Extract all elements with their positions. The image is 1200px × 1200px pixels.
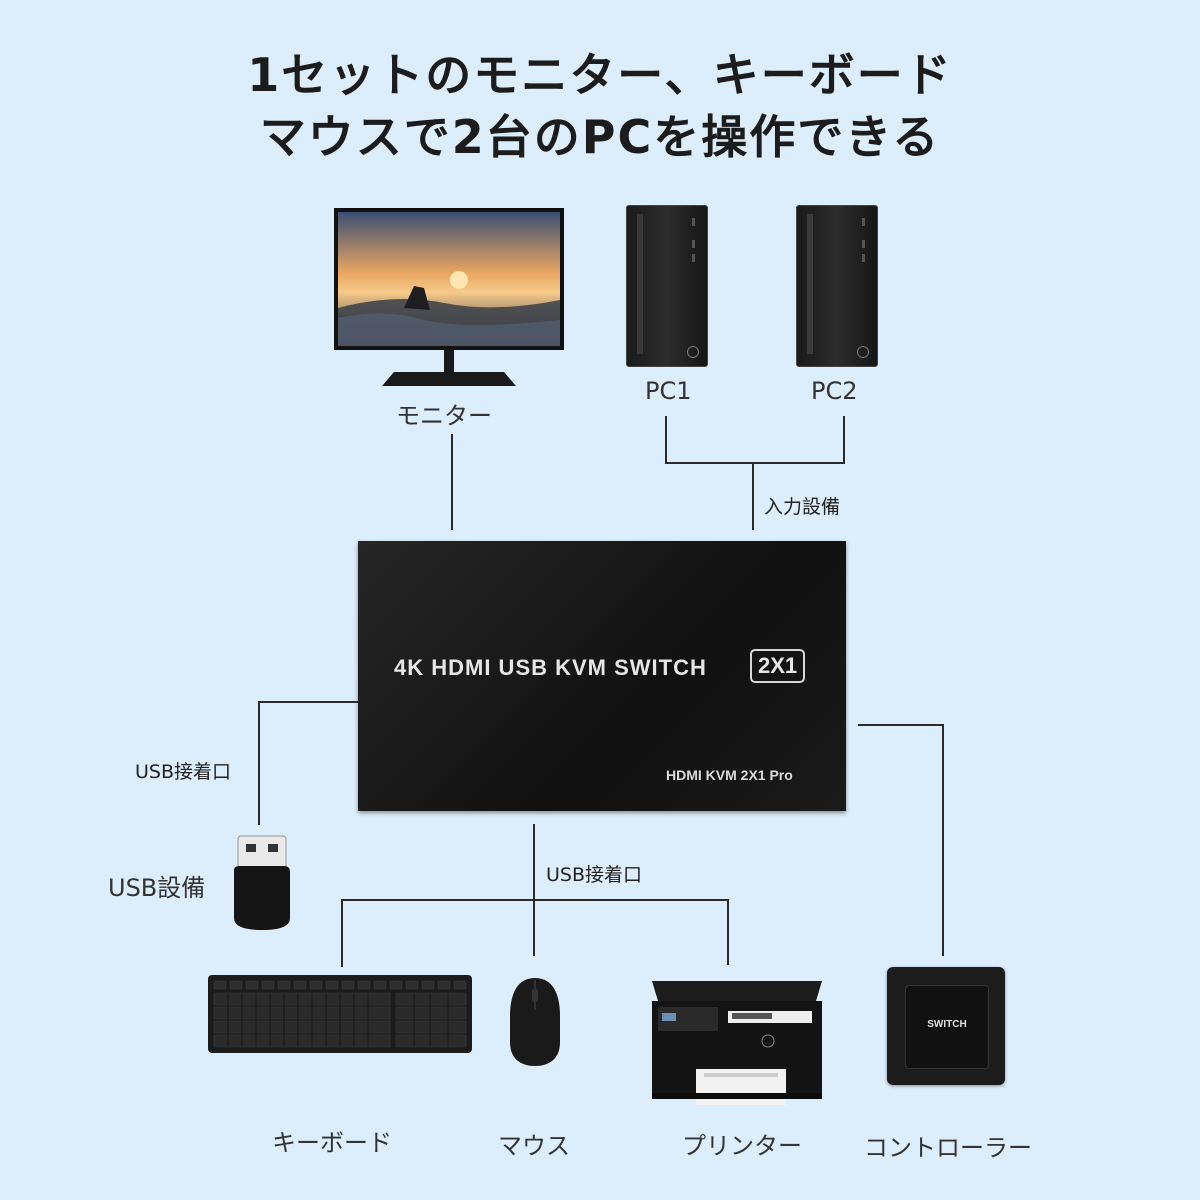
mouse-label: マウス (498, 1126, 570, 1161)
usb-bottom-trunk-line (533, 824, 535, 956)
usb-port-left-label: USB接着口 (135, 757, 231, 784)
monitor-label: モニター (396, 396, 492, 431)
usb-dongle-icon (230, 832, 294, 932)
kvm-switch: 4K HDMI USB KVM SWITCH 2X1 HDMI KVM 2X1 … (358, 541, 846, 811)
keyboard-icon (208, 975, 472, 1053)
kvm-badge: 2X1 (750, 649, 805, 683)
usb-left-horizontal-line (258, 701, 358, 703)
controller-vertical-line (942, 724, 944, 956)
kvm-main-text: 4K HDMI USB KVM SWITCH (394, 655, 707, 681)
keyboard-label: キーボード (272, 1123, 392, 1158)
pc1-line (665, 416, 667, 464)
kvm-model: HDMI KVM 2X1 Pro (666, 767, 793, 783)
controller: SWITCH (887, 967, 1005, 1085)
printer-icon (648, 975, 826, 1109)
monitor-line (451, 434, 453, 530)
keyboard (208, 975, 472, 1053)
controller-label: コントローラー (864, 1128, 1032, 1163)
mouse (508, 976, 562, 1068)
pc2-label: PC2 (811, 377, 858, 405)
input-device-label: 入力設備 (764, 492, 840, 519)
printer-label: プリンター (682, 1126, 802, 1161)
usb-left-vertical-line (258, 701, 260, 825)
keyboard-line (341, 899, 343, 967)
monitor-icon (334, 208, 564, 388)
pc1-tower (626, 205, 708, 367)
usb-dongle (230, 832, 294, 932)
brand-logo-icon (857, 346, 869, 358)
title-line-1: 1セットのモニター、キーボード (0, 44, 1200, 106)
printer (648, 975, 826, 1109)
usb-port-bottom-label: USB接着口 (546, 860, 642, 887)
pc2-tower (796, 205, 878, 367)
title-line-2: マウスで2台のPCを操作できる (0, 106, 1200, 168)
controller-switch-button: SWITCH (906, 1019, 988, 1030)
monitor (334, 208, 564, 388)
printer-line (727, 899, 729, 965)
pc2-line (843, 416, 845, 464)
usb-bottom-branch-line (341, 899, 729, 901)
mouse-icon (508, 976, 562, 1068)
pc-join-line (665, 462, 845, 464)
brand-logo-icon (687, 346, 699, 358)
pc1-label: PC1 (645, 377, 692, 405)
input-line (752, 462, 754, 530)
usb-device-label: USB設備 (108, 868, 205, 903)
controller-horizontal-line (858, 724, 944, 726)
